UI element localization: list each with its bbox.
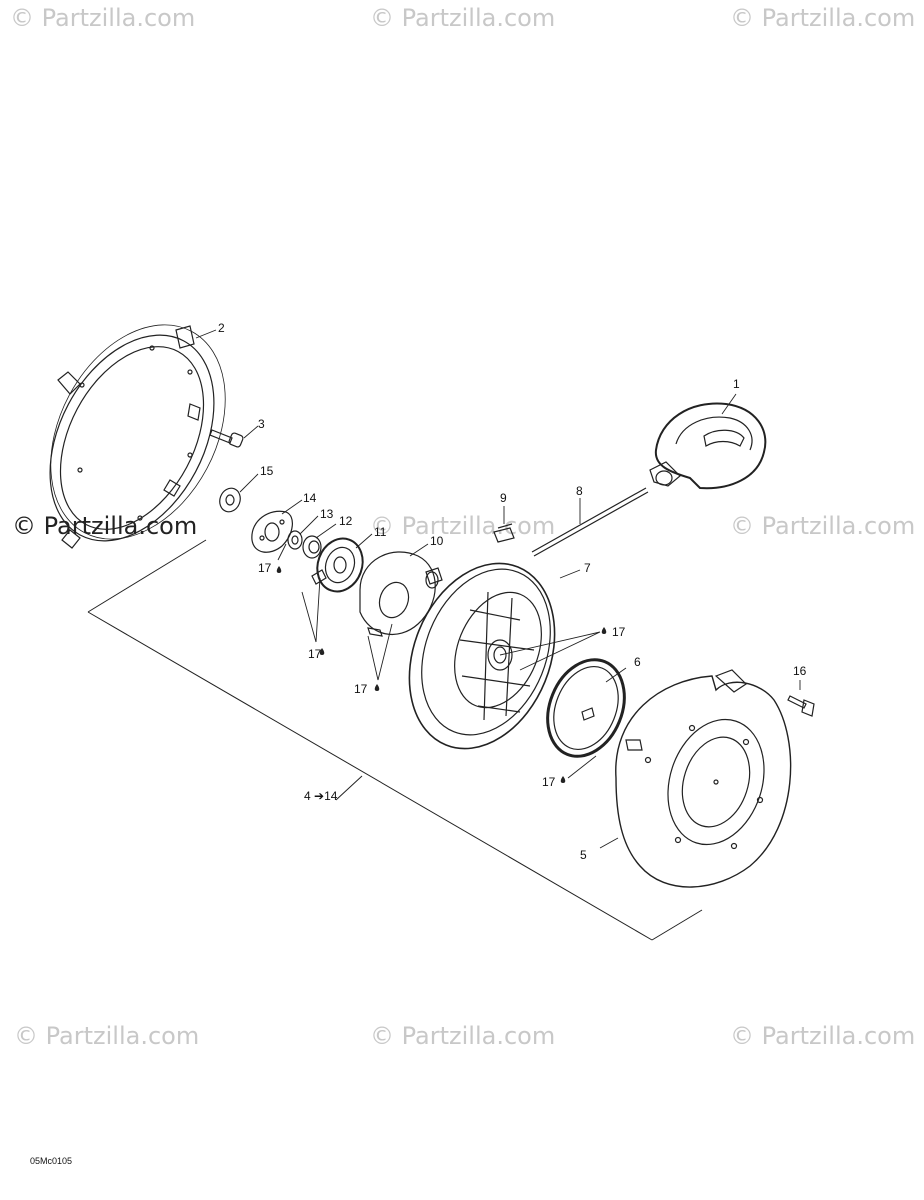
- grease-markers: [276, 566, 607, 783]
- callout-4-14: 4 ➔14: [304, 789, 338, 803]
- callout-8: 8: [576, 484, 583, 498]
- callout-17-e: 17: [542, 775, 556, 789]
- callout-11: 11: [374, 525, 387, 539]
- part-2-ring-cover: [49, 324, 226, 549]
- callout-6: 6: [634, 655, 641, 669]
- watermark-mid-left: © Partzilla.com: [12, 512, 198, 540]
- part-6-spring: [546, 658, 626, 758]
- watermark-top-left: © Partzilla.com: [10, 4, 196, 32]
- watermark-bottom-right: © Partzilla.com: [730, 1022, 916, 1050]
- watermark-mid-right: © Partzilla.com: [730, 512, 916, 540]
- watermark-bottom-left: © Partzilla.com: [14, 1022, 200, 1050]
- callout-17-a: 17: [258, 561, 272, 575]
- part-11-pawl: [311, 537, 364, 593]
- callout-12: 12: [339, 514, 353, 528]
- watermark-top-center: © Partzilla.com: [370, 4, 556, 32]
- callout-10: 10: [430, 534, 444, 548]
- part-12-bearing: [302, 535, 322, 559]
- part-1-handle: [649, 402, 767, 490]
- assembly-bracket-4-14: [87, 539, 703, 941]
- part-3-screw: [209, 429, 244, 448]
- part-8-rope: [531, 487, 649, 557]
- callout-15: 15: [260, 464, 274, 478]
- watermark-bottom-center: © Partzilla.com: [370, 1022, 556, 1050]
- callout-2: 2: [218, 321, 225, 335]
- part-7-pulley: [408, 562, 556, 750]
- part-14-plate: [251, 510, 293, 553]
- callout-3: 3: [258, 417, 265, 431]
- callout-9: 9: [500, 491, 507, 505]
- callout-16: 16: [793, 664, 807, 678]
- callout-1: 1: [733, 377, 740, 391]
- callout-7: 7: [584, 561, 591, 575]
- part-13-washer: [287, 530, 303, 550]
- callout-17-c: 17: [354, 682, 368, 696]
- watermark-top-right: © Partzilla.com: [730, 4, 916, 32]
- callout-5: 5: [580, 848, 587, 862]
- callout-17-b: 17: [308, 647, 322, 661]
- part-16-bolt: [787, 695, 815, 717]
- part-15-nut: [219, 487, 241, 513]
- diagram-code: 05Mc0105: [30, 1156, 73, 1166]
- watermark-mid-center: © Partzilla.com: [370, 512, 556, 540]
- callout-14: 14: [303, 491, 317, 505]
- part-5-housing: [615, 669, 792, 888]
- callout-17-d: 17: [612, 625, 626, 639]
- part-9-key: [493, 523, 515, 543]
- callout-13: 13: [320, 507, 334, 521]
- part-10-drive-plate: [359, 551, 443, 637]
- leader-lines: [195, 329, 801, 849]
